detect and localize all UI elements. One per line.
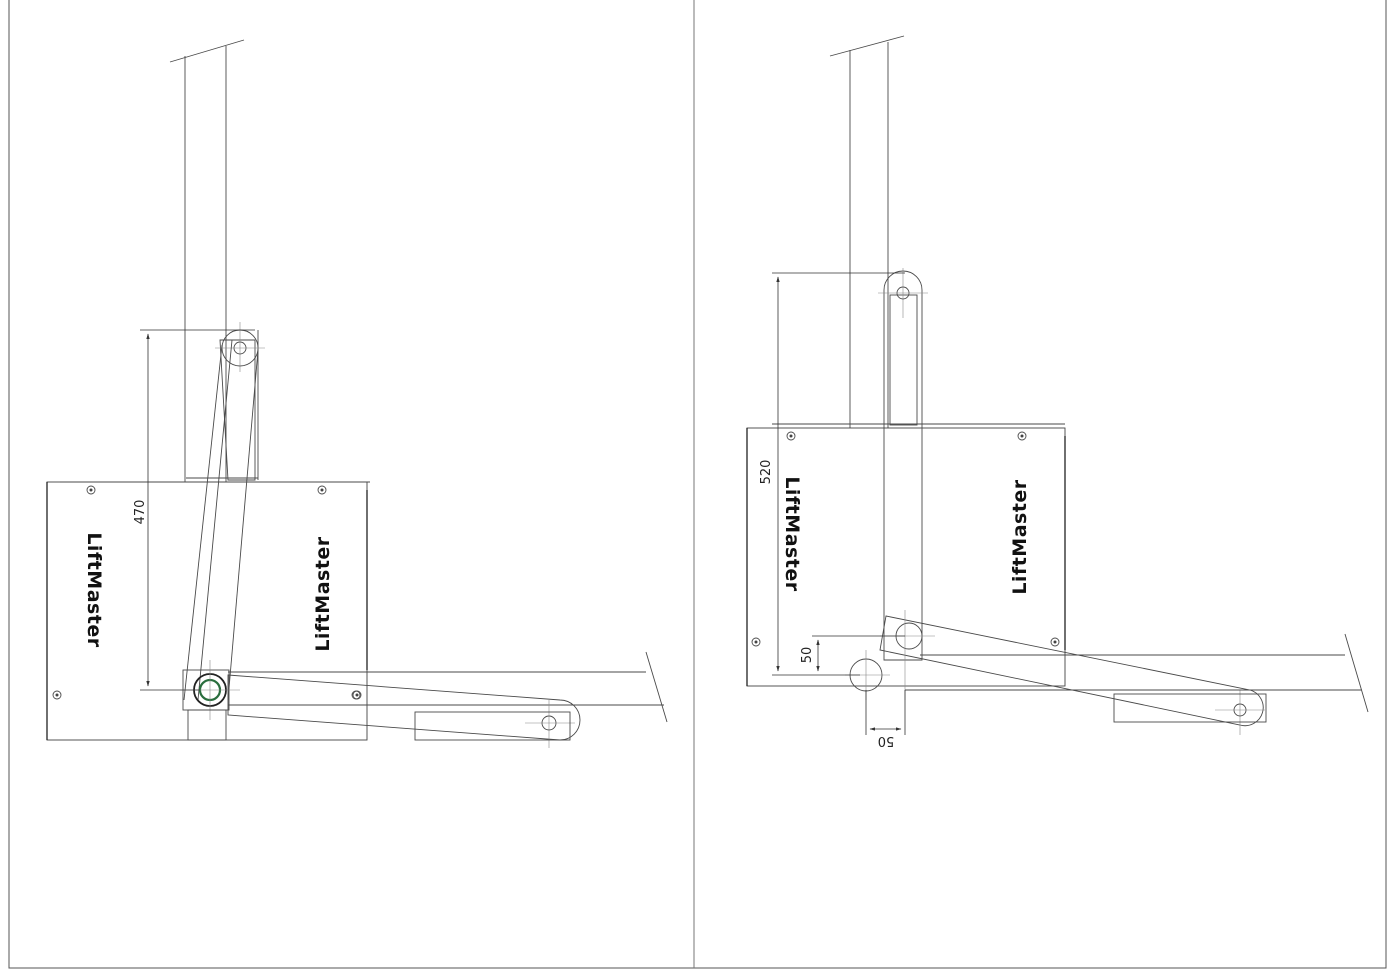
right-panel: 520 50 50 LiftMaster LiftMaster	[746, 35, 1369, 748]
logo-liftmaster: LiftMaster	[781, 476, 803, 591]
dimension-520: 520	[759, 460, 774, 485]
left-operator-housing	[46, 481, 368, 741]
dimension-470: 470	[133, 500, 148, 525]
left-screw-icon	[52, 485, 362, 700]
dimension-50-horizontal: 50	[878, 733, 895, 748]
logo-liftmaster: LiftMaster	[83, 532, 105, 647]
dimension-50-vertical: 50	[800, 647, 815, 664]
left-panel: 470 LiftMaster LiftMaster	[46, 39, 668, 748]
logo-liftmaster: LiftMaster	[312, 536, 334, 651]
right-operator-housing	[746, 427, 1066, 687]
right-screw-icon	[751, 431, 1060, 647]
logo-liftmaster: LiftMaster	[1009, 479, 1031, 594]
page-frame	[8, 0, 1387, 969]
